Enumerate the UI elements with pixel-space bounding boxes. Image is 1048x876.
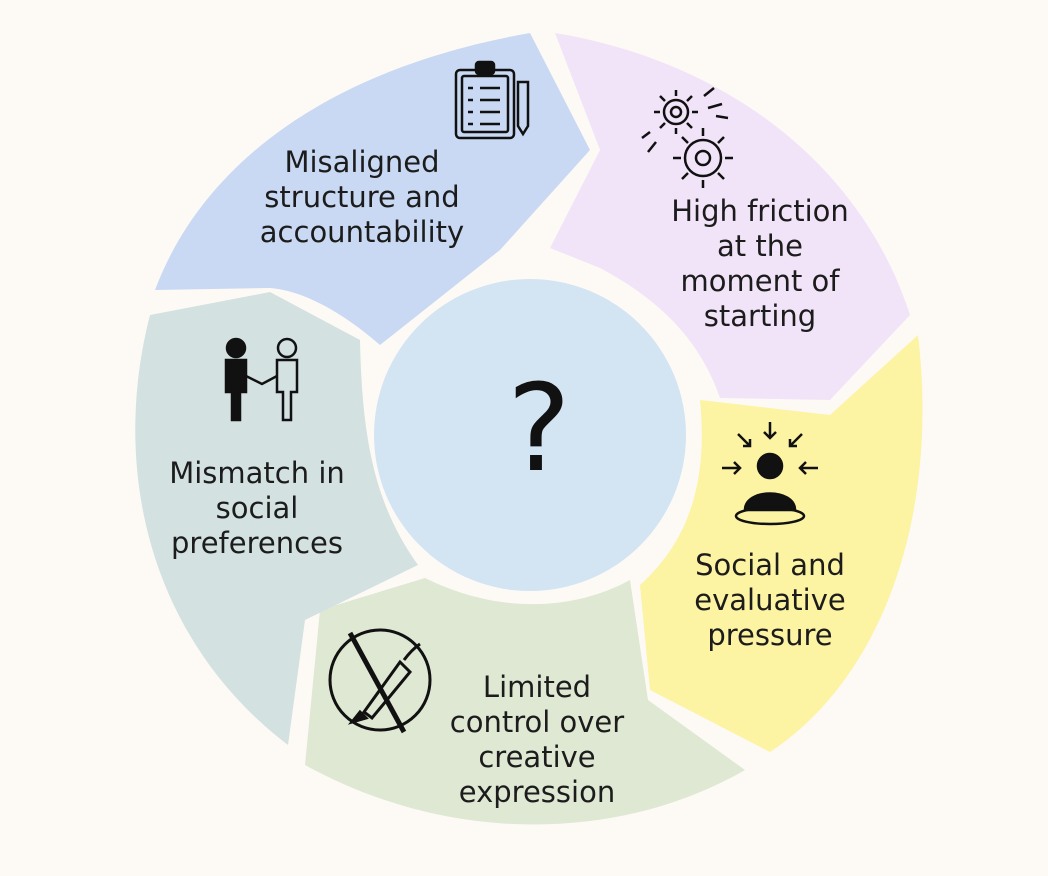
segment-label-high-friction: High friction at the moment of starting bbox=[671, 194, 849, 333]
person-under-pressure-icon bbox=[722, 422, 818, 526]
center-circle bbox=[374, 279, 686, 591]
segment-social-pressure bbox=[640, 335, 923, 752]
center-question-mark: ? bbox=[507, 360, 571, 499]
gears-icon bbox=[641, 87, 733, 188]
segment-label-misaligned-structure: Misaligned structure and accountability bbox=[259, 145, 465, 249]
clipboard-checklist-icon bbox=[454, 60, 530, 140]
segment-label-limited-control: Limited control over creative expression bbox=[449, 670, 625, 809]
segment-limited-control bbox=[305, 578, 745, 825]
segment-social-preferences bbox=[135, 292, 418, 745]
segment-label-social-pressure: Social and evaluative pressure bbox=[694, 548, 846, 652]
segment-label-social-preferences: Mismatch in social preferences bbox=[169, 456, 345, 560]
segment-high-friction bbox=[550, 33, 910, 400]
no-pen-icon bbox=[328, 628, 432, 734]
handshake-icon bbox=[224, 337, 299, 422]
